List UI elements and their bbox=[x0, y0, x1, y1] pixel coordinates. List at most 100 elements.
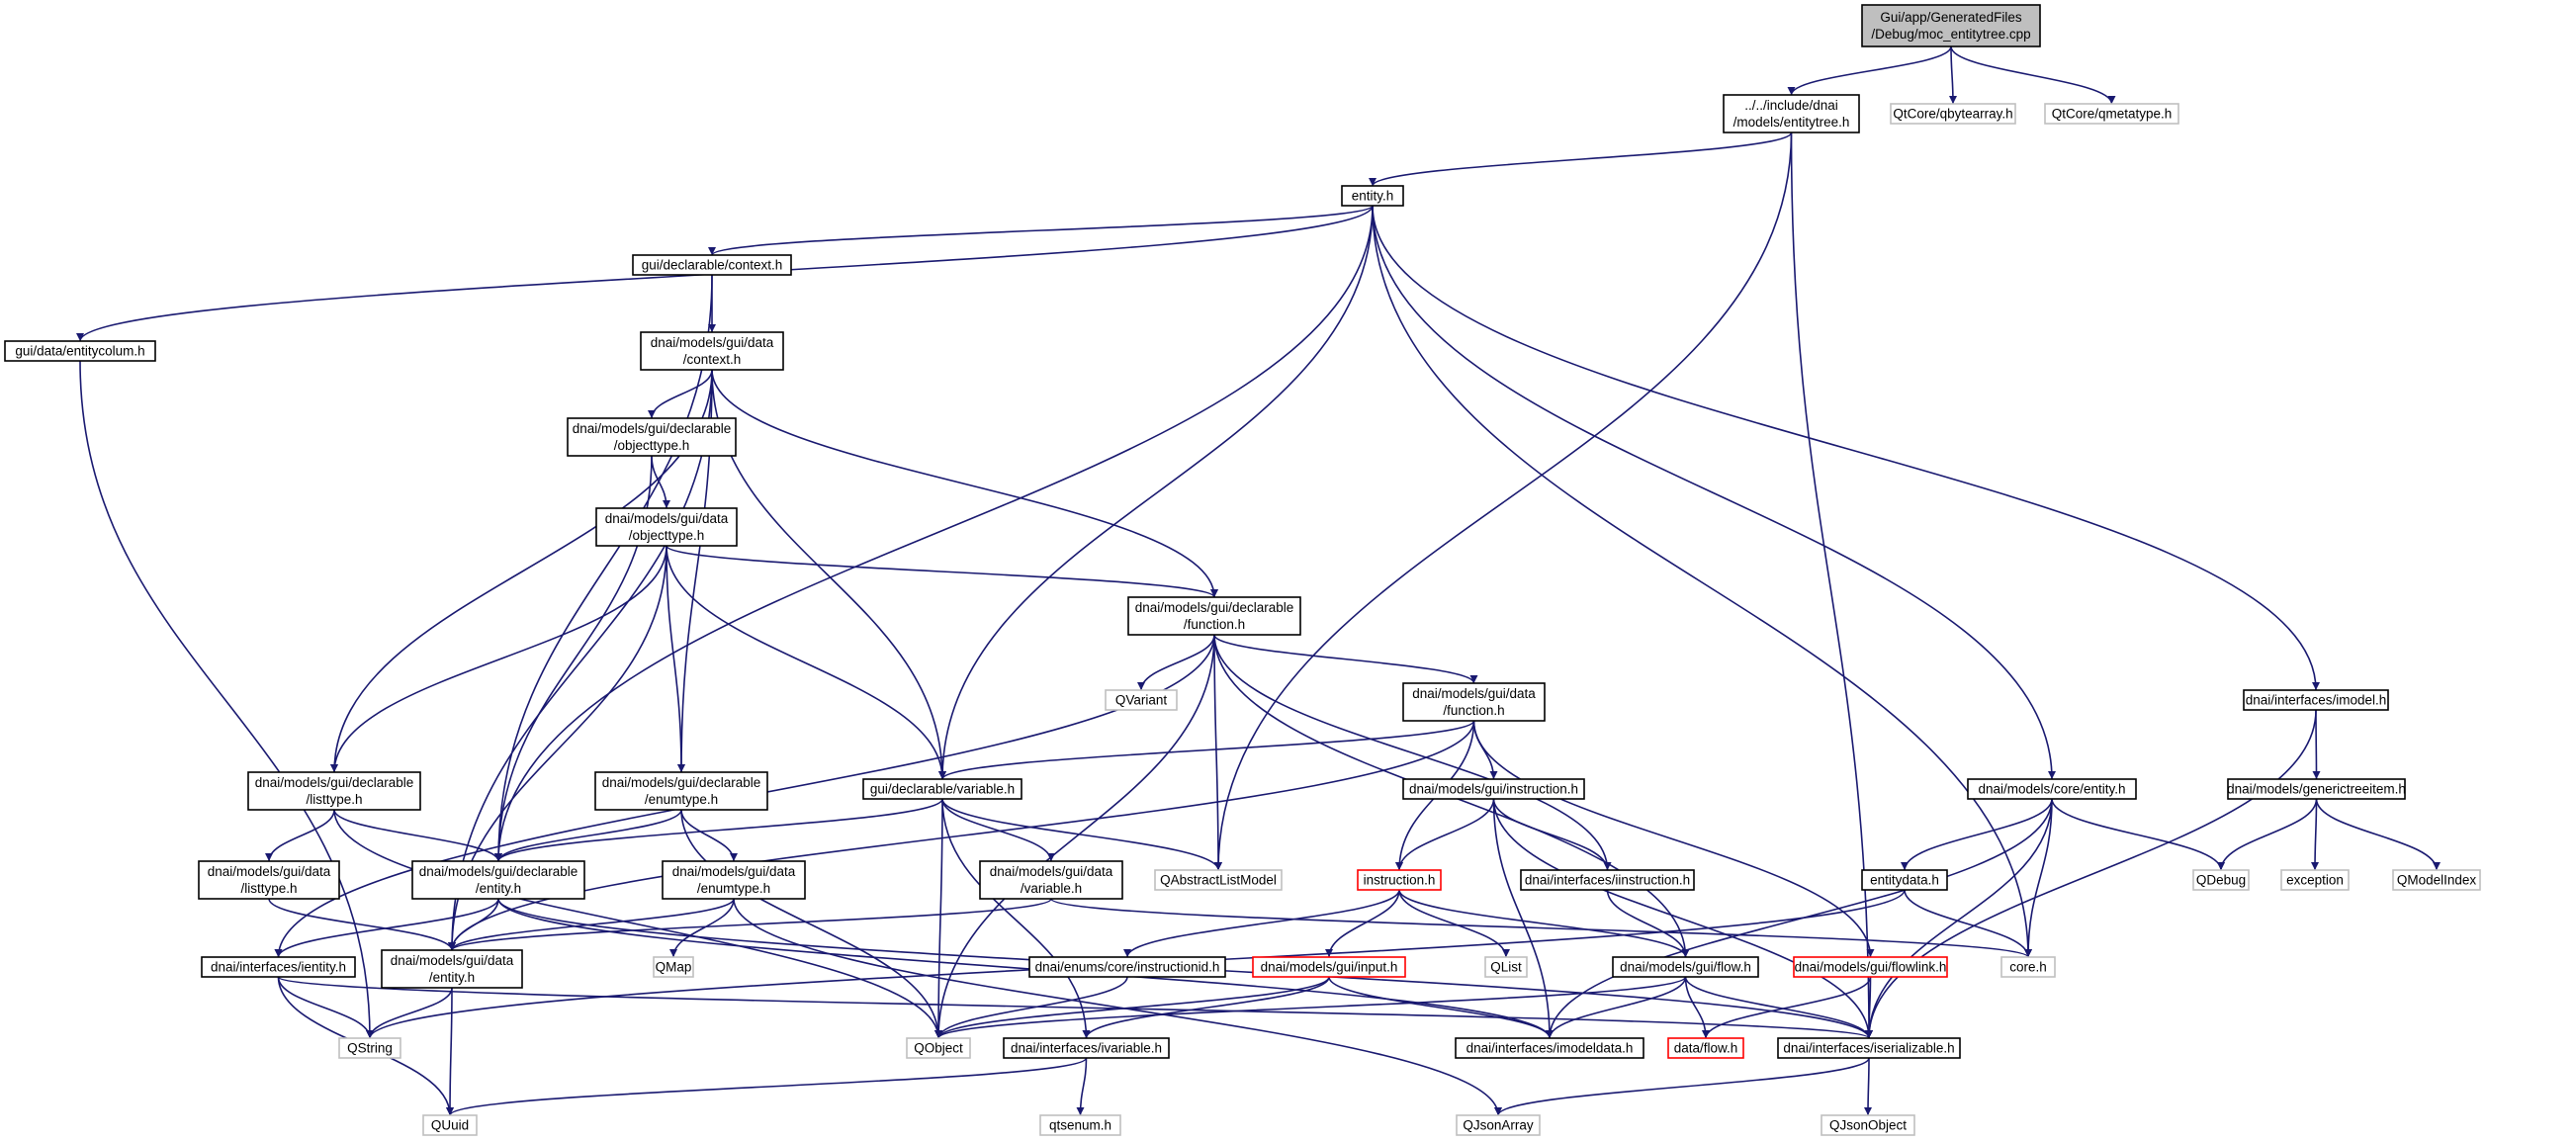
node-data-function[interactable]: dnai/models/gui/data/function.h bbox=[1402, 682, 1546, 722]
edge-gui-instruction-to-instruction-h bbox=[1395, 798, 1495, 871]
node-label: /models/entitytree.h bbox=[1733, 115, 1850, 130]
node-qbytearray[interactable]: QtCore/qbytearray.h bbox=[1890, 103, 2016, 125]
edge-gui-instruction-to-iserializable bbox=[1492, 798, 1873, 1039]
node-qabstractlistmodel[interactable]: QAbstractListModel bbox=[1154, 869, 1283, 891]
node-decl-objecttype[interactable]: dnai/models/gui/declarable/objecttype.h bbox=[567, 417, 737, 457]
node-entitydata[interactable]: entitydata.h bbox=[1861, 869, 1948, 891]
node-decl-enumtype[interactable]: dnai/models/gui/declarable/enumtype.h bbox=[594, 771, 768, 811]
node-decl-context[interactable]: gui/declarable/context.h bbox=[632, 254, 792, 276]
node-qvariant[interactable]: QVariant bbox=[1105, 689, 1178, 711]
node-data-flow[interactable]: data/flow.h bbox=[1667, 1037, 1744, 1059]
node-label: dnai/models/core/entity.h bbox=[1978, 782, 2125, 797]
node-data-listtype[interactable]: dnai/models/gui/data/listtype.h bbox=[198, 860, 340, 900]
node-decl-entity[interactable]: dnai/models/gui/declarable/entity.h bbox=[411, 860, 585, 900]
node-gui-decl-variable[interactable]: gui/declarable/variable.h bbox=[862, 778, 1022, 800]
node-ientity[interactable]: dnai/interfaces/ientity.h bbox=[201, 956, 356, 978]
edge-gui-flow-to-data-flow bbox=[1684, 976, 1710, 1039]
node-data-enumtype[interactable]: dnai/models/gui/data/enumtype.h bbox=[662, 860, 806, 900]
node-ivariable[interactable]: dnai/interfaces/ivariable.h bbox=[1003, 1037, 1170, 1059]
node-qmodelindex[interactable]: QModelIndex bbox=[2392, 869, 2481, 891]
node-label: instruction.h bbox=[1364, 873, 1436, 888]
edge-data-entity-to-qstring bbox=[366, 987, 453, 1039]
node-box bbox=[4, 340, 156, 362]
node-qstring[interactable]: QString bbox=[338, 1037, 401, 1059]
edge-decl-entity-to-imodeldata bbox=[497, 898, 1554, 1039]
node-qtsenum[interactable]: qtsenum.h bbox=[1039, 1114, 1121, 1136]
node-imodel[interactable]: dnai/interfaces/imodel.h bbox=[2243, 689, 2389, 711]
node-qjsonobject[interactable]: QJsonObject bbox=[1821, 1114, 1915, 1136]
edge-decl-listtype-to-qobject bbox=[333, 809, 942, 1039]
node-exception[interactable]: exception bbox=[2280, 869, 2350, 891]
node-imodeldata[interactable]: dnai/interfaces/imodeldata.h bbox=[1455, 1037, 1644, 1059]
edge-entity-h-to-gui-decl-variable bbox=[938, 205, 1374, 780]
node-qlist[interactable]: QList bbox=[1484, 956, 1528, 978]
node-moc[interactable]: Gui/app/GeneratedFiles/Debug/moc_entityt… bbox=[1861, 4, 2041, 47]
node-box bbox=[862, 778, 1022, 800]
node-entitycolum[interactable]: gui/data/entitycolum.h bbox=[4, 340, 156, 362]
node-box bbox=[1861, 869, 1948, 891]
node-box bbox=[1821, 1114, 1915, 1136]
node-instructionid[interactable]: dnai/enums/core/instructionid.h bbox=[1028, 956, 1226, 978]
edge-data-objecttype-to-decl-enumtype bbox=[666, 545, 685, 773]
node-label: dnai/interfaces/ivariable.h bbox=[1011, 1041, 1162, 1056]
edge-data-context-to-decl-function bbox=[711, 369, 1218, 598]
node-box bbox=[1105, 689, 1178, 711]
node-label: gui/declarable/context.h bbox=[642, 258, 783, 273]
node-gui-instruction[interactable]: dnai/models/gui/instruction.h bbox=[1402, 778, 1585, 800]
node-data-entity[interactable]: dnai/models/gui/data/entity.h bbox=[381, 949, 523, 989]
node-gui-flow[interactable]: dnai/models/gui/flow.h bbox=[1612, 956, 1759, 978]
edge-gui-decl-variable-to-qobject bbox=[934, 798, 943, 1039]
node-label: dnai/models/gui/data bbox=[651, 335, 774, 350]
node-iinstruction[interactable]: dnai/interfaces/iinstruction.h bbox=[1520, 869, 1695, 891]
node-label: data/flow.h bbox=[1674, 1041, 1738, 1056]
node-box bbox=[1484, 956, 1528, 978]
node-box bbox=[201, 956, 356, 978]
node-instruction-h[interactable]: instruction.h bbox=[1357, 869, 1442, 891]
edge-gui-flow-to-iserializable bbox=[1684, 976, 1873, 1039]
node-label: gui/data/entitycolum.h bbox=[15, 344, 144, 359]
node-qmetatype[interactable]: QtCore/qmetatype.h bbox=[2044, 103, 2179, 125]
node-qobject[interactable]: QObject bbox=[906, 1037, 971, 1059]
node-iserializable[interactable]: dnai/interfaces/iserializable.h bbox=[1777, 1037, 1961, 1059]
edge-ivariable-to-qtsenum bbox=[1076, 1057, 1088, 1116]
node-qjsonarray[interactable]: QJsonArray bbox=[1456, 1114, 1541, 1136]
node-data-variable[interactable]: dnai/models/gui/data/variable.h bbox=[979, 860, 1123, 900]
node-box bbox=[1777, 1037, 1961, 1059]
edge-gui-instruction-to-imodeldata bbox=[1492, 798, 1554, 1039]
node-label: QMap bbox=[656, 960, 692, 975]
node-label: /entity.h bbox=[429, 970, 475, 985]
edge-moc-to-qmetatype bbox=[1950, 45, 2116, 105]
node-label: dnai/interfaces/imodeldata.h bbox=[1466, 1041, 1634, 1056]
node-gui-input[interactable]: dnai/models/gui/input.h bbox=[1252, 956, 1406, 978]
node-core-entity[interactable]: dnai/models/core/entity.h bbox=[1967, 778, 2137, 800]
node-label: entity.h bbox=[1352, 189, 1394, 204]
node-label: dnai/models/gui/instruction.h bbox=[1409, 782, 1578, 797]
edge-layer bbox=[76, 45, 2441, 1116]
node-entity-h[interactable]: entity.h bbox=[1341, 185, 1404, 207]
edge-core-entity-to-qdebug bbox=[2051, 798, 2225, 871]
node-label: gui/declarable/variable.h bbox=[870, 782, 1015, 797]
edge-data-entity-to-quuid bbox=[446, 987, 455, 1116]
node-label: core.h bbox=[2009, 960, 2047, 975]
node-quuid[interactable]: QUuid bbox=[422, 1114, 478, 1136]
node-generictreeitem[interactable]: dnai/models/generictreeitem.h bbox=[2227, 778, 2406, 800]
node-qdebug[interactable]: QDebug bbox=[2192, 869, 2250, 891]
node-data-context[interactable]: dnai/models/gui/data/context.h bbox=[640, 331, 784, 371]
node-qmap[interactable]: QMap bbox=[653, 956, 694, 978]
node-decl-listtype[interactable]: dnai/models/gui/declarable/listtype.h bbox=[247, 771, 421, 811]
edge-gui-input-to-ivariable bbox=[1082, 976, 1330, 1039]
node-label: dnai/models/gui/data bbox=[208, 864, 331, 879]
node-decl-function[interactable]: dnai/models/gui/declarable/function.h bbox=[1127, 596, 1301, 636]
node-flowlink[interactable]: dnai/models/gui/flowlink.h bbox=[1793, 956, 1948, 978]
node-label: dnai/models/gui/declarable bbox=[1135, 600, 1294, 615]
node-label: dnai/models/gui/input.h bbox=[1261, 960, 1398, 975]
node-data-objecttype[interactable]: dnai/models/gui/data/objecttype.h bbox=[595, 507, 738, 547]
node-label: dnai/models/gui/data bbox=[391, 953, 514, 968]
edge-data-function-to-flowlink bbox=[1472, 720, 1875, 958]
node-label: dnai/interfaces/iserializable.h bbox=[1783, 1041, 1954, 1056]
node-entitytree[interactable]: ../../include/dnai/models/entitytree.h bbox=[1723, 94, 1860, 133]
node-box bbox=[1402, 682, 1546, 722]
node-box bbox=[1612, 956, 1759, 978]
node-core-h[interactable]: core.h bbox=[2000, 956, 2056, 978]
node-box bbox=[1028, 956, 1226, 978]
